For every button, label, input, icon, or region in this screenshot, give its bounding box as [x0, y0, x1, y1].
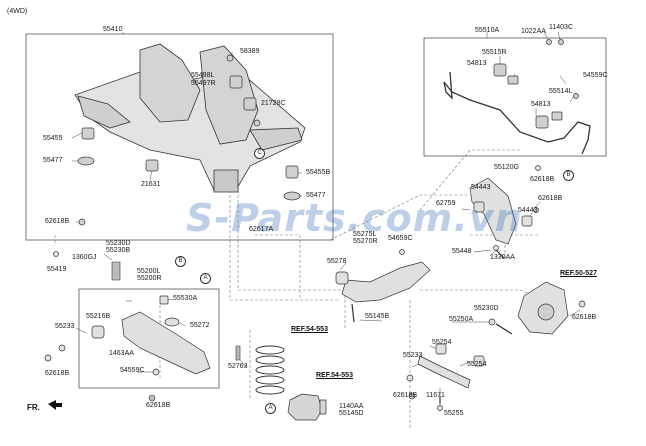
part-label-55120g[interactable]: 55120G: [494, 164, 519, 171]
part-label-55145d[interactable]: 55145D: [339, 410, 364, 417]
part-label-55278[interactable]: 55278: [327, 258, 347, 265]
lower-arm-group-frame: [78, 288, 220, 389]
front-arrow-icon: [48, 400, 62, 410]
front-direction-label: FR.: [27, 403, 40, 412]
part-label-55477-left[interactable]: 55477: [43, 157, 63, 164]
part-label-54443-2[interactable]: 54443: [518, 207, 538, 214]
part-label-54559c-1[interactable]: 54559C: [120, 367, 145, 374]
part-label-62759[interactable]: 62759: [436, 200, 456, 207]
circle-marker-a-1: A: [200, 273, 211, 284]
part-label-55255[interactable]: 55255: [444, 410, 464, 417]
part-label-55254-1[interactable]: 55254: [432, 339, 452, 346]
circle-marker-c: C: [254, 148, 265, 159]
bolts: [111, 261, 416, 402]
part-label-54813-1[interactable]: 54813: [467, 60, 487, 67]
rear-subframe: [74, 43, 306, 193]
rear-knuckle: [517, 281, 586, 335]
part-label-55510a[interactable]: 55510A: [475, 27, 500, 34]
part-label-55272[interactable]: 55272: [190, 322, 210, 329]
part-label-54659c[interactable]: 54659C: [388, 235, 413, 242]
part-label-54559c-2[interactable]: 54559C: [583, 72, 608, 79]
stabilizer-bushings: [493, 39, 579, 129]
part-label-62618b-1[interactable]: 62618B: [45, 218, 70, 225]
coil-spring: [255, 345, 285, 395]
part-label-62618b-3[interactable]: 62618B: [146, 402, 171, 409]
part-label-55254-2[interactable]: 55254: [467, 361, 487, 368]
part-label-55477-right[interactable]: 55477: [306, 192, 326, 199]
circle-marker-b-1: B: [175, 256, 186, 267]
part-label-55233-1[interactable]: 55233: [55, 323, 75, 330]
part-label-55200r[interactable]: 55200R: [137, 275, 162, 282]
circle-marker-a-2: A: [265, 403, 276, 414]
ref-link-54-553-upper[interactable]: REF.54-553: [291, 326, 328, 333]
part-label-62618b-6[interactable]: 62618B: [572, 314, 597, 321]
part-label-55233-2[interactable]: 55233: [403, 352, 423, 359]
part-label-52763[interactable]: 52763: [228, 363, 248, 370]
part-label-11671[interactable]: 11671: [426, 392, 445, 399]
part-label-55200l[interactable]: 55200L: [137, 268, 161, 275]
part-label-62618b-5[interactable]: 62618B: [538, 195, 563, 202]
part-label-55530a[interactable]: 55530A: [173, 295, 198, 302]
stabilizer-bar: [443, 71, 591, 155]
part-label-55498l[interactable]: 55498L: [191, 72, 215, 79]
part-label-58389[interactable]: 58389: [240, 48, 260, 55]
leader-dashed-lines: [54, 110, 546, 430]
upper-arm: [469, 165, 541, 259]
part-label-62618b-4[interactable]: 62618B: [530, 176, 555, 183]
part-label-55514l[interactable]: 55514L: [549, 88, 573, 95]
part-label-55250a[interactable]: 55250A: [449, 316, 474, 323]
watermark: S-Parts.com.vn: [186, 196, 523, 240]
part-label-55230d-2[interactable]: 55230D: [474, 305, 499, 312]
part-label-54443-1[interactable]: 54443: [471, 184, 491, 191]
part-label-55455b[interactable]: 55455B: [306, 169, 331, 176]
part-label-62618b-2[interactable]: 62618B: [45, 370, 70, 377]
part-label-1140aa[interactable]: 1140AA: [339, 403, 364, 410]
circle-marker-b-2: B: [563, 170, 574, 181]
part-label-55216b[interactable]: 55216B: [86, 313, 111, 320]
part-label-55515r[interactable]: 55515R: [482, 49, 507, 56]
ref-link-54-553-lower[interactable]: REF.54-553: [316, 372, 353, 379]
control-arm: [335, 249, 431, 323]
part-label-62618b-7[interactable]: 62618B: [393, 392, 418, 399]
part-label-55419[interactable]: 55419: [47, 266, 67, 273]
part-label-55275l[interactable]: 55275L: [353, 231, 377, 238]
part-label-55270r[interactable]: 55270R: [353, 238, 378, 245]
lower-arm: [44, 251, 211, 376]
part-label-55230d-1[interactable]: 55230D: [106, 240, 131, 247]
part-label-21728c[interactable]: 21728C: [261, 100, 286, 107]
part-label-55410[interactable]: 55410: [103, 26, 123, 33]
part-label-55497r[interactable]: 55497R: [191, 80, 216, 87]
subframe-group-frame: [25, 33, 334, 241]
part-label-1330aa[interactable]: 1330AA: [490, 254, 515, 261]
part-label-1463aa[interactable]: 1463AA: [109, 350, 134, 357]
part-label-55145b[interactable]: 55145B: [365, 313, 390, 320]
part-label-21631[interactable]: 21631: [141, 181, 161, 188]
part-label-1022aa[interactable]: 1022AA: [521, 28, 546, 35]
part-label-1360gj[interactable]: 1360GJ: [72, 254, 97, 261]
subframe-bushings: [77, 54, 301, 226]
part-label-55448[interactable]: 55448: [452, 248, 472, 255]
part-label-54813-2[interactable]: 54813: [531, 101, 551, 108]
stabilizer-group-frame: [423, 37, 607, 157]
part-label-62617a[interactable]: 62617A: [249, 226, 274, 233]
part-label-55230b-1[interactable]: 55230B: [106, 247, 131, 254]
part-label-11403c[interactable]: 11403C: [549, 24, 574, 31]
part-label-55455[interactable]: 55455: [43, 135, 63, 142]
ref-link-50-527[interactable]: REF.50-527: [560, 270, 597, 277]
variant-label: (4WD): [7, 8, 28, 15]
lower-link: [406, 318, 513, 411]
shock-mount: [287, 393, 327, 421]
